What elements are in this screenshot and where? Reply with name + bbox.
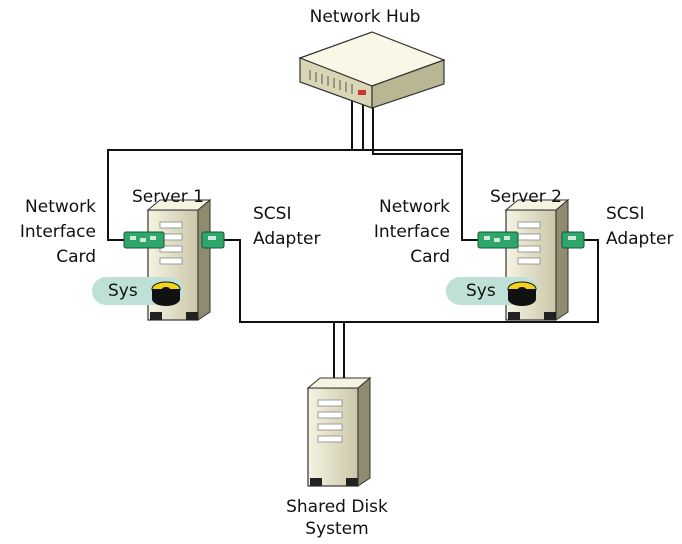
shared-disk-label-line1: Shared Disk bbox=[286, 497, 388, 517]
server-1-sys-label: Sys bbox=[108, 281, 138, 301]
server-1-nic-label-line3: Card bbox=[56, 247, 96, 267]
server-2-sys-label: Sys bbox=[466, 281, 496, 301]
server-2-scsi-label-line1: SCSI bbox=[606, 204, 645, 224]
network-hub-icon bbox=[298, 31, 446, 109]
server-2-scsi-card-icon bbox=[561, 231, 585, 249]
server-1-nic-label-line2: Interface bbox=[19, 222, 96, 242]
server-1-scsi-card-icon bbox=[201, 231, 225, 249]
server-2-nic-card-icon bbox=[477, 231, 519, 249]
server-1-sys-disk bbox=[92, 277, 184, 306]
scsi-cables bbox=[218, 239, 599, 382]
server-2-name: Server 2 bbox=[490, 187, 562, 207]
server-1-name: Server 1 bbox=[132, 187, 204, 207]
server-2-nic-label-line1: Network bbox=[379, 197, 450, 217]
hub-label: Network Hub bbox=[309, 7, 421, 27]
server-1-scsi-label-line1: SCSI bbox=[253, 204, 292, 224]
server-2-scsi-label-line2: Adapter bbox=[606, 229, 674, 249]
server-1-nic-card-icon bbox=[123, 231, 165, 249]
server-1-nic-label-line1: Network bbox=[25, 197, 96, 217]
network-cables bbox=[107, 100, 480, 241]
shared-disk-tower-icon bbox=[306, 376, 372, 487]
shared-disk-label-line2: System bbox=[305, 519, 369, 539]
server-2-nic-label-line3: Card bbox=[410, 247, 450, 267]
server-2-sys-disk bbox=[446, 277, 538, 306]
server-1-scsi-label-line2: Adapter bbox=[253, 229, 321, 249]
server-2-nic-label-line2: Interface bbox=[373, 222, 450, 242]
